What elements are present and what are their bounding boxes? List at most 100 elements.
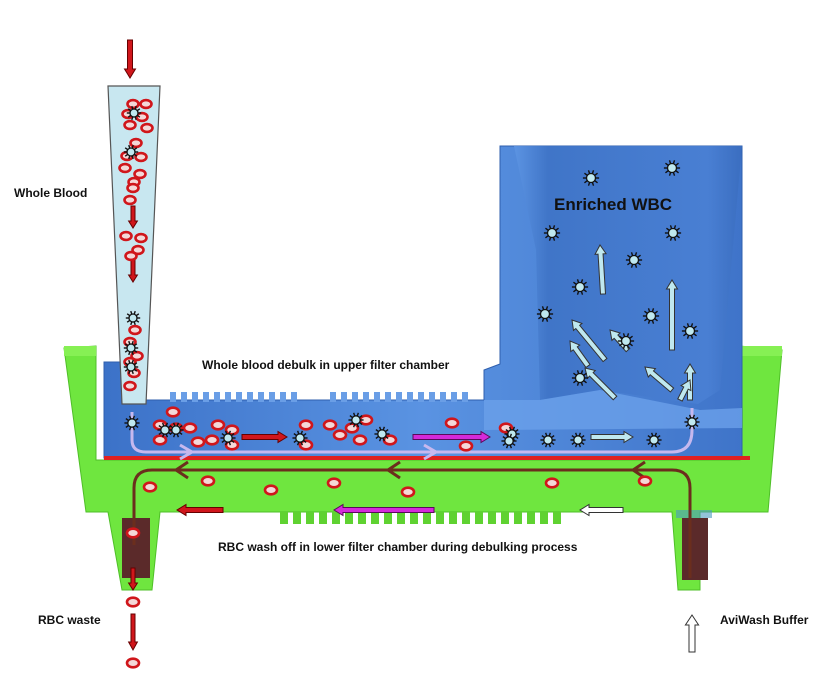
blood-input-arrow (123, 39, 137, 79)
housing-tooth (462, 512, 470, 524)
wbc-enrich-arrow (594, 244, 607, 295)
rbc-cell (139, 98, 153, 110)
housing-tooth (280, 512, 288, 524)
rbc-cell (123, 380, 137, 392)
wbc-cell (571, 279, 589, 295)
housing-tooth (514, 512, 522, 524)
wbc-body (684, 325, 696, 337)
chamber-tooth (225, 392, 231, 402)
housing-tooth (332, 512, 340, 524)
wbc-cell (664, 225, 682, 241)
wbc-enrich-arrow (677, 379, 692, 402)
upper-flow-path (130, 408, 694, 461)
buffer-flow-arrow (579, 503, 624, 517)
rbc-cell (119, 230, 133, 242)
wbc-cell (536, 306, 554, 322)
rbc-cell (134, 151, 148, 163)
wbc-tower-inner (514, 146, 742, 404)
rbc-cell (344, 422, 360, 434)
housing-tooth (397, 512, 405, 524)
wbc-flow-arrow (590, 430, 634, 444)
lower-flow-line (132, 468, 692, 578)
wbc-cell (374, 426, 390, 442)
housing-tooth (436, 512, 444, 524)
wbc-body (377, 429, 387, 439)
chamber-tooth (462, 392, 468, 402)
rbc-cell (134, 232, 148, 244)
chamber-tooth (374, 392, 380, 402)
wbc-cell (684, 414, 700, 430)
wbc-body (171, 425, 181, 435)
chamber-tooth (352, 392, 358, 402)
rbc-cell (298, 419, 314, 431)
wbc-body (687, 417, 697, 427)
chamber-tooth (170, 392, 176, 402)
wbc-cell (571, 370, 589, 386)
upper-flow-chevron-1 (179, 443, 195, 461)
housing-tooth (358, 512, 366, 524)
wbc-body (546, 227, 558, 239)
chamber-tooth (192, 392, 198, 402)
rbc-cell (129, 137, 143, 149)
chamber-tooth (269, 392, 275, 402)
wbc-body (574, 281, 586, 293)
housing-tooth (553, 512, 561, 524)
rbc-cell (128, 324, 142, 336)
housing-tooth (423, 512, 431, 524)
wbc-cell (124, 415, 140, 431)
chamber-tooth (203, 392, 209, 402)
wbc-body (126, 147, 136, 157)
wbc-cell (125, 310, 141, 326)
wbc-enrich-arrow (644, 366, 675, 393)
rbc-cell (133, 168, 147, 180)
wbc-cell (123, 340, 139, 356)
chamber-tooth (440, 392, 446, 402)
magenta-flow-arrow (412, 430, 491, 444)
housing-tooth (293, 512, 301, 524)
rbc-cell (298, 439, 314, 451)
wbc-body (126, 362, 136, 372)
wbc-body (539, 308, 551, 320)
buffer-input-arrow (684, 614, 700, 653)
wbc-body (573, 435, 583, 445)
rbc-cell (204, 434, 220, 446)
lower-chamber-label: RBC wash off in lower filter chamber dur… (218, 540, 578, 554)
wbc-cell (168, 422, 184, 438)
ports (122, 510, 712, 580)
chamber-tooth (258, 392, 264, 402)
magenta-wash-arrow (333, 503, 435, 517)
flow-chevron-3 (173, 460, 189, 480)
chamber-tooth (407, 392, 413, 402)
wbc-enrich-arrow (571, 319, 608, 363)
housing-rim-right (740, 346, 782, 356)
upper-filter-chamber (103, 145, 750, 460)
chamber-tooth (291, 392, 297, 402)
wbc-body (295, 433, 305, 443)
chamber-tooth (396, 392, 402, 402)
rbc-cell (152, 434, 168, 446)
wbc-body (628, 254, 640, 266)
chamber-tooth (247, 392, 253, 402)
aviwash-buffer-label: AviWash Buffer (720, 613, 809, 627)
chamber-teeth (170, 392, 468, 402)
rbc-cell (125, 527, 141, 539)
rbc-cell (637, 475, 653, 487)
wbc-cell (646, 432, 662, 448)
wbc-body (128, 313, 138, 323)
rbc-cell (126, 98, 140, 110)
lower-flow-path (132, 460, 692, 578)
wbc-cell (617, 333, 635, 349)
wbc-body (645, 310, 657, 322)
rbc-cell (118, 162, 132, 174)
chamber-tooth (181, 392, 187, 402)
wbc-enrich-arrow (584, 367, 618, 401)
wbc-body (127, 418, 137, 428)
rbc-cell (263, 484, 279, 496)
rbc-cell (125, 596, 141, 608)
chamber-tooth (280, 392, 286, 402)
wbc-body (160, 425, 170, 435)
rbc-cell (210, 419, 226, 431)
waste-output-arrow (127, 613, 139, 652)
rbc-cell (123, 194, 137, 206)
wbc-cell (543, 225, 561, 241)
